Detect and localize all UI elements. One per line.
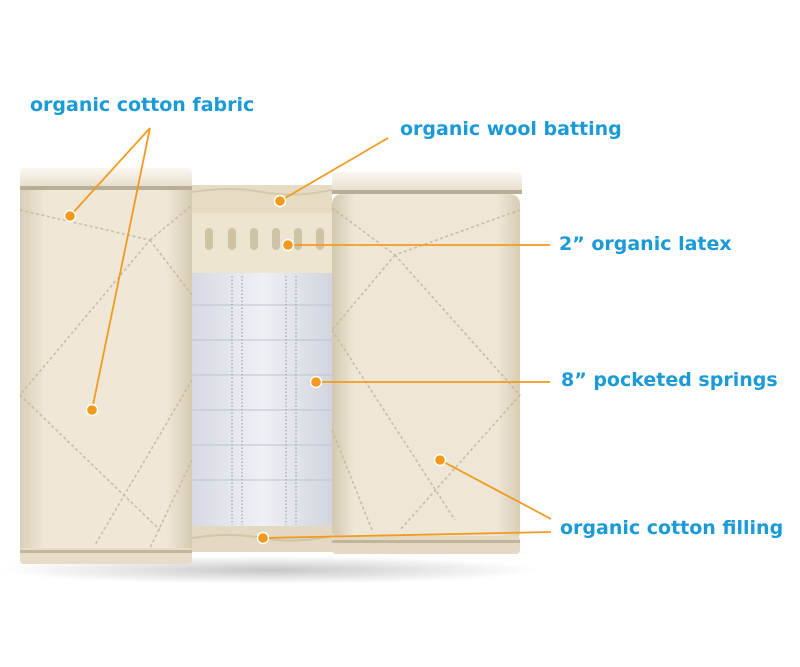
dot-springs <box>309 375 323 389</box>
dot-filling-b <box>256 531 270 545</box>
label-organic-cotton-filling: organic cotton filling <box>560 517 784 539</box>
right-quilted-panel <box>331 172 522 554</box>
leader-dots <box>63 194 447 545</box>
label-organic-latex: 2” organic latex <box>559 233 732 255</box>
dot-fabric-a <box>63 209 77 223</box>
latex-layer <box>192 213 332 273</box>
springs-layer <box>192 273 332 528</box>
label-pocketed-springs: 8” pocketed springs <box>561 369 778 391</box>
left-quilted-panel <box>19 168 193 564</box>
center-cutaway <box>191 185 333 552</box>
dot-wool <box>273 194 287 208</box>
label-organic-wool-batting: organic wool batting <box>400 118 622 140</box>
dot-latex <box>281 238 295 252</box>
leader-lines <box>69 127 552 539</box>
label-organic-cotton-fabric: organic cotton fabric <box>30 94 255 116</box>
leader-filling-b <box>262 531 552 539</box>
dot-filling-a <box>433 453 447 467</box>
leader-wool <box>279 137 389 202</box>
leader-fabric-b <box>91 127 151 411</box>
dot-fabric-b <box>85 403 99 417</box>
leader-fabric-a <box>69 127 151 217</box>
leader-filling-a <box>439 459 552 520</box>
